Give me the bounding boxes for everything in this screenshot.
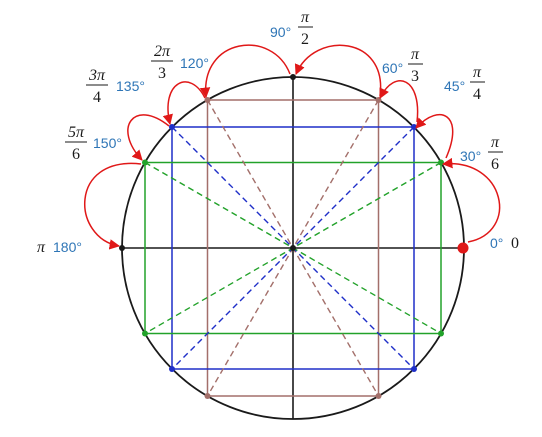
degree-label-45: 45°: [444, 78, 465, 94]
degree-label-180: 180°: [53, 239, 82, 255]
label-30: 30° π 6: [460, 134, 503, 173]
label-60: 60° π 3: [382, 46, 423, 85]
point-135: [169, 124, 175, 130]
point-240: [204, 393, 211, 399]
point-start-0: [457, 242, 469, 254]
label-135: 3π 4 135°: [86, 67, 145, 106]
label-90: 90° π 2: [270, 9, 313, 48]
radian-label-180: π: [37, 239, 46, 256]
label-45: 45° π 4: [444, 64, 485, 103]
point-90: [290, 74, 296, 80]
point-300: [375, 393, 382, 399]
radian-denominator-30: 6: [491, 156, 499, 173]
rectangle-45-135: [171, 126, 415, 370]
point-150: [142, 159, 148, 166]
point-315: [411, 366, 417, 372]
label-150: 5π 6 150°: [65, 124, 122, 163]
radian-numerator-135: 3π: [88, 67, 106, 84]
point-origin: [290, 245, 296, 251]
point-120: [204, 97, 211, 103]
degree-label-90: 90°: [270, 24, 291, 40]
radian-numerator-120: 2π: [154, 43, 171, 60]
arrow-90-to-120: [199, 44, 291, 99]
radian-denominator-135: 4: [93, 89, 101, 106]
rectangle-60-120: [206, 99, 380, 397]
point-225: [169, 366, 175, 372]
arrow-30-to-45: [415, 113, 454, 159]
radian-label-0: 0: [511, 235, 519, 252]
radian-denominator-120: 3: [158, 65, 166, 82]
arrow-150-to-180: [84, 162, 142, 250]
radian-numerator-45: π: [473, 64, 482, 81]
arrow-45-to-60: [379, 80, 419, 123]
radian-numerator-60: π: [411, 46, 420, 63]
radian-numerator-90: π: [301, 9, 310, 26]
label-0: 0° 0: [490, 235, 519, 252]
point-330: [438, 330, 444, 337]
arrow-120-to-135: [162, 81, 206, 126]
point-210: [142, 330, 148, 337]
radian-denominator-90: 2: [301, 31, 309, 48]
radian-numerator-30: π: [491, 134, 500, 151]
label-120: 2π 3 120°: [151, 43, 209, 82]
degree-label-0: 0°: [490, 235, 503, 251]
degree-label-150: 150°: [93, 135, 122, 151]
label-180: π 180°: [37, 239, 82, 256]
point-180: [119, 245, 125, 251]
rectangle-30-150: [144, 161, 442, 335]
arrow-0-to-30: [441, 157, 501, 243]
degree-label-135: 135°: [116, 78, 145, 94]
radian-denominator-150: 6: [72, 146, 80, 163]
degree-label-120: 120°: [180, 55, 209, 71]
radian-numerator-150: 5π: [68, 124, 85, 141]
arrow-135-to-150: [127, 114, 170, 161]
arrow-60-to-90: [294, 44, 382, 97]
radian-denominator-45: 4: [473, 86, 481, 103]
degree-label-30: 30°: [460, 148, 481, 164]
radian-denominator-60: 3: [411, 68, 419, 85]
degree-label-60: 60°: [382, 60, 403, 76]
